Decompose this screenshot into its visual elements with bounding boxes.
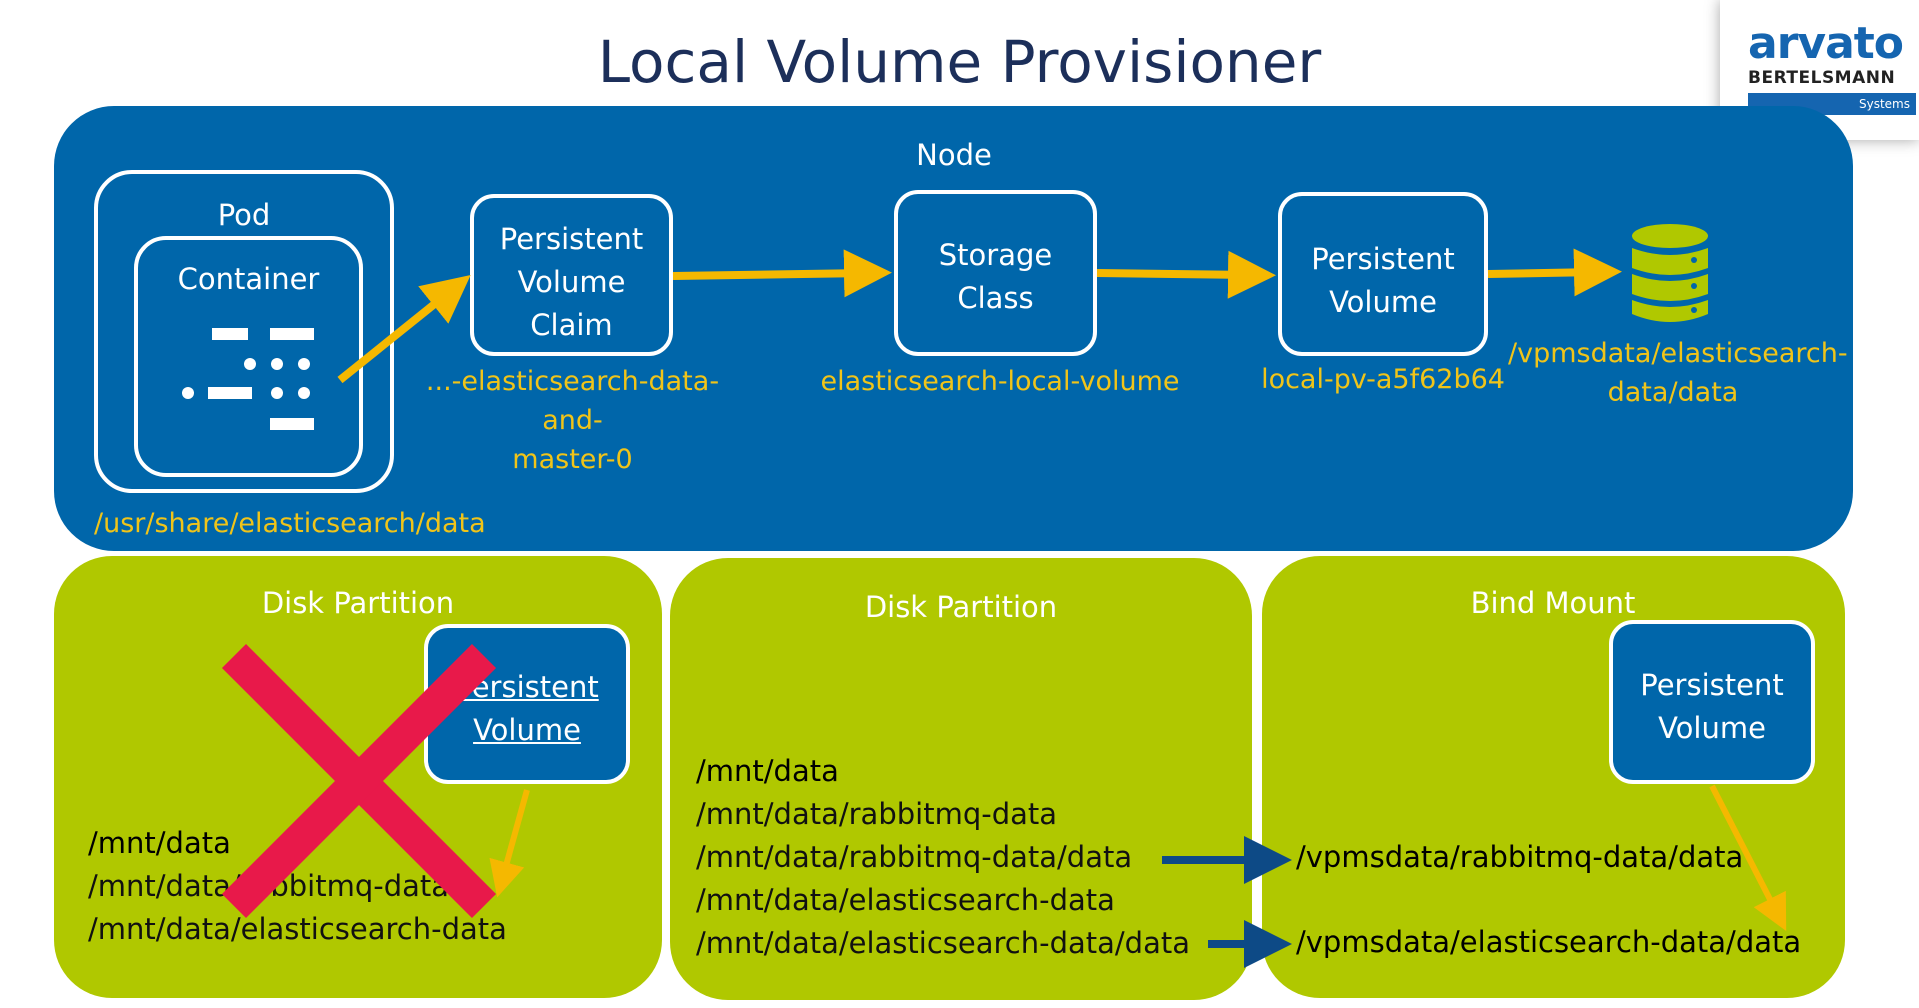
pvc-box: Persistent Volume Claim bbox=[470, 194, 673, 356]
partition-2-paths: /mnt/data /mnt/data/rabbitmq-data /mnt/d… bbox=[696, 750, 1190, 965]
partition-2-path: /mnt/data bbox=[696, 754, 839, 788]
red-cross-stroke bbox=[221, 643, 497, 919]
partition-2-path: /mnt/data/rabbitmq-data bbox=[696, 797, 1058, 831]
arrow-pv-to-disk bbox=[1487, 248, 1622, 297]
disk-path-line2: data/data bbox=[1607, 377, 1739, 408]
arvato-logo: arvato BERTELSMANN Systems bbox=[1720, 0, 1919, 140]
disk-path: /vpmsdata/elasticsearch- data/data bbox=[1508, 334, 1848, 412]
bind-mount-label: Bind Mount bbox=[1470, 586, 1636, 620]
pv-label-line2: Volume bbox=[1329, 285, 1437, 319]
partition-1-paths: /mnt/data /mnt/data/rabbitmq-data /mnt/d… bbox=[88, 822, 507, 951]
pv-label-line1: Persistent bbox=[1311, 242, 1455, 276]
partition-1-path: /mnt/data bbox=[88, 826, 231, 860]
bind-mount-pv-line1: Persistent bbox=[1640, 668, 1784, 702]
arrow-bind-mount-pv-down bbox=[1709, 784, 1787, 932]
disk-path-line1: /vpmsdata/elasticsearch- bbox=[1508, 338, 1848, 369]
pod-mount-path: /usr/share/elasticsearch/data bbox=[94, 508, 486, 539]
storage-class-box: Storage Class bbox=[894, 190, 1097, 356]
partition-2-path: /mnt/data/elasticsearch-data bbox=[696, 883, 1115, 917]
database-icon bbox=[1630, 222, 1710, 326]
logo-sub: BERTELSMANN bbox=[1748, 68, 1896, 88]
arrow-pvc-to-storage-class bbox=[672, 249, 892, 298]
bind-mount-path-2: /vpmsdata/elasticsearch-data/data bbox=[1296, 925, 1802, 959]
container-box bbox=[134, 236, 363, 477]
storage-class-label-line2: Class bbox=[957, 281, 1034, 315]
partition-2-path: /mnt/data/rabbitmq-data/data bbox=[696, 840, 1133, 874]
pv-box: Persistent Volume bbox=[1278, 192, 1488, 356]
bind-mount-path-1: /vpmsdata/rabbitmq-data/data bbox=[1296, 840, 1744, 874]
storage-class-name: elasticsearch-local-volume bbox=[820, 366, 1180, 397]
arrow-container-to-pvc bbox=[337, 274, 471, 384]
node-label: Node bbox=[916, 138, 992, 172]
logo-brand: arvato bbox=[1748, 18, 1904, 69]
partition-1-label: Disk Partition bbox=[261, 586, 455, 620]
disk-partition-2 bbox=[670, 558, 1252, 1000]
partition-2-path: /mnt/data/elasticsearch-data/data bbox=[696, 926, 1190, 960]
pvc-name-line2: master-0 bbox=[512, 444, 633, 475]
container-icon bbox=[180, 320, 320, 440]
partition-2-label: Disk Partition bbox=[864, 590, 1058, 624]
pvc-name-line1: ...-elasticsearch-data-and- bbox=[425, 366, 720, 436]
storage-class-label-line1: Storage bbox=[938, 238, 1053, 272]
pvc-label: Persistent Volume Claim bbox=[499, 222, 644, 342]
pv-name: local-pv-a5f62b64 bbox=[1261, 364, 1505, 395]
partition-1-path: /mnt/data/elasticsearch-data bbox=[88, 912, 507, 946]
partition-1-pv-line2: Volume bbox=[473, 713, 581, 747]
page-title: Local Volume Provisioner bbox=[597, 28, 1322, 96]
bind-mount-pv-line2: Volume bbox=[1658, 711, 1766, 745]
arrow-storage-class-to-pv bbox=[1096, 250, 1276, 299]
bind-mount-pv-box: Persistent Volume bbox=[1609, 620, 1815, 784]
pod-label: Pod bbox=[217, 198, 271, 232]
pod-box bbox=[94, 170, 394, 493]
container-label: Container bbox=[177, 262, 320, 296]
pvc-name: ...-elasticsearch-data-and- master-0 bbox=[400, 362, 745, 479]
arrow-partition-1-pv-down bbox=[489, 789, 530, 898]
